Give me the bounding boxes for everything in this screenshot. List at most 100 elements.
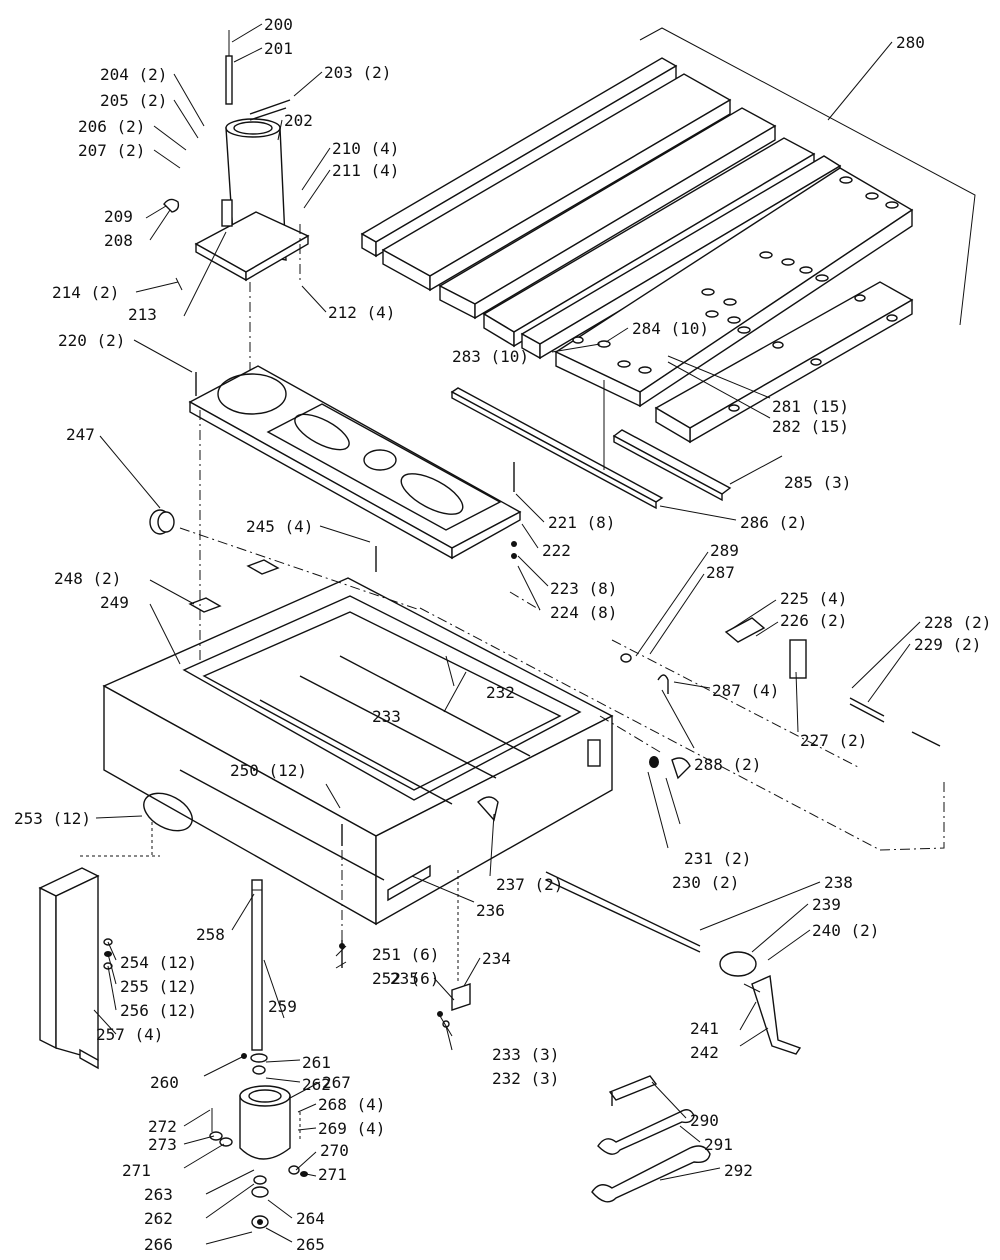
callout-255: 255 (12)	[120, 977, 197, 996]
side-panel-257	[38, 867, 100, 1070]
callout-262b: 262	[144, 1209, 173, 1228]
callout-254: 254 (12)	[120, 953, 197, 972]
callout-259: 259	[268, 997, 297, 1016]
callout-222: 222	[542, 541, 571, 560]
wrenches	[591, 1075, 711, 1203]
table-board-3	[438, 107, 777, 320]
callout-labels: 200 201 202 203 (2) 204 (2) 205 (2) 206 (2) 207…	[14, 15, 991, 1254]
table-board-6-large	[554, 167, 914, 408]
leader-lines	[93, 23, 921, 1245]
callout-234: 234	[482, 949, 511, 968]
callout-268: 268 (4)	[318, 1095, 385, 1114]
callout-282: 282 (15)	[772, 417, 849, 436]
callout-263: 263	[144, 1185, 173, 1204]
callout-286: 286 (2)	[740, 513, 807, 532]
callout-251: 251 (6)	[372, 945, 439, 964]
callout-292: 292	[724, 1161, 753, 1180]
callout-235: 235	[390, 969, 419, 988]
callout-237: 237 (2)	[496, 875, 563, 894]
callout-289: 289	[710, 541, 739, 560]
callout-236: 236	[476, 901, 505, 920]
callout-226: 226 (2)	[780, 611, 847, 630]
callout-212: 212 (4)	[328, 303, 395, 322]
callout-233: 233	[372, 707, 401, 726]
callout-284: 284 (10)	[632, 319, 709, 338]
callout-253: 253 (12)	[14, 809, 91, 828]
callout-271: 271	[122, 1161, 151, 1180]
top-plate-222	[188, 365, 522, 560]
callout-258: 258	[196, 925, 225, 944]
callout-270: 270	[320, 1141, 349, 1160]
callout-230: 230 (2)	[672, 873, 739, 892]
callout-281: 281 (15)	[772, 397, 849, 416]
callout-209: 209	[104, 207, 133, 226]
callout-273: 273	[148, 1135, 177, 1154]
callout-232: 232	[486, 683, 515, 702]
callout-205: 205 (2)	[100, 91, 167, 110]
callout-200: 200	[264, 15, 293, 34]
callout-225: 225 (4)	[780, 589, 847, 608]
callout-285: 285 (3)	[784, 473, 851, 492]
callout-266: 266	[144, 1235, 173, 1254]
callout-262: 262	[302, 1075, 331, 1094]
callout-287: 287	[706, 563, 735, 582]
fasteners	[80, 372, 517, 1059]
callout-240: 240 (2)	[812, 921, 879, 940]
callout-229: 229 (2)	[914, 635, 981, 654]
crank-assembly	[451, 796, 802, 1055]
callout-241: 241	[690, 1019, 719, 1038]
callout-269: 269 (4)	[318, 1119, 385, 1138]
elevation-assembly	[209, 879, 308, 1229]
callout-245: 245 (4)	[246, 517, 313, 536]
callout-247: 247	[66, 425, 95, 444]
rail-285	[612, 429, 732, 502]
callout-213: 213	[128, 305, 157, 324]
callout-249: 249	[100, 593, 129, 612]
column-support-202	[163, 30, 310, 420]
callout-231: 231 (2)	[684, 849, 751, 868]
callout-280: 280	[896, 33, 925, 52]
callout-224: 224 (8)	[550, 603, 617, 622]
threaded-inserts	[572, 176, 899, 412]
table-board-7	[654, 281, 914, 444]
callout-271b: 271	[318, 1165, 347, 1184]
callout-290: 290	[690, 1111, 719, 1130]
right-hardware	[179, 527, 945, 851]
callout-250: 250 (12)	[230, 761, 307, 780]
callout-206: 206 (2)	[78, 117, 145, 136]
callout-287b: 287 (4)	[712, 681, 779, 700]
callout-261: 261	[302, 1053, 331, 1072]
callout-283: 283 (10)	[452, 347, 529, 366]
callout-210: 210 (4)	[332, 139, 399, 158]
callout-267: 267	[322, 1073, 351, 1092]
callout-264: 264	[296, 1209, 325, 1228]
base-cabinet-236	[102, 559, 614, 926]
callout-238: 238	[824, 873, 853, 892]
callout-242: 242	[690, 1043, 719, 1062]
rail-286	[450, 387, 664, 510]
callout-211: 211 (4)	[332, 161, 399, 180]
callout-257: 257 (4)	[96, 1025, 163, 1044]
callout-228: 228 (2)	[924, 613, 991, 632]
callout-288: 288 (2)	[694, 755, 761, 774]
callout-233b: 233 (3)	[492, 1045, 559, 1064]
callout-202: 202	[284, 111, 313, 130]
table-board-2	[381, 73, 732, 292]
callout-252: 252 (6)	[372, 969, 439, 988]
callout-232b: 232 (3)	[492, 1069, 559, 1088]
callout-248: 248 (2)	[54, 569, 121, 588]
callout-201: 201	[264, 39, 293, 58]
callout-223: 223 (8)	[550, 579, 617, 598]
table-boards-group	[360, 27, 976, 510]
callout-221: 221 (8)	[548, 513, 615, 532]
callout-265: 265	[296, 1235, 325, 1254]
callout-272: 272	[148, 1117, 177, 1136]
callout-204: 204 (2)	[100, 65, 167, 84]
callout-220: 220 (2)	[58, 331, 125, 350]
callout-207: 207 (2)	[78, 141, 145, 160]
callout-260: 260	[150, 1073, 179, 1092]
callout-203: 203 (2)	[324, 63, 391, 82]
callout-208: 208	[104, 231, 133, 250]
callout-239: 239	[812, 895, 841, 914]
